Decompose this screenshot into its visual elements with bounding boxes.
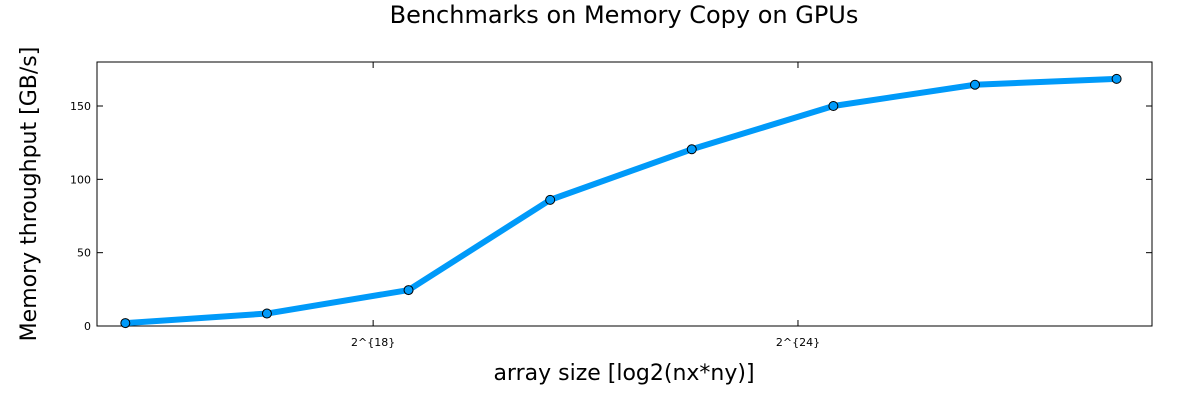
data-point (1111, 73, 1122, 84)
y-axis-label: Memory throughput [GB/s] (17, 47, 42, 342)
data-point (403, 285, 414, 296)
data-point (545, 194, 556, 205)
x-tick-label: 2^{24} (776, 336, 820, 349)
data-point (261, 308, 272, 319)
y-tick-label: 150 (70, 100, 91, 113)
series-layer (120, 73, 1122, 329)
ticks-layer: 0 50 100 150 2^{18} 2^{24} (70, 62, 1152, 349)
data-point (969, 79, 980, 90)
x-axis-label: array size [log2(nx*ny)] (493, 361, 754, 386)
chart-title: Benchmarks on Memory Copy on GPUs (390, 1, 859, 29)
data-point (686, 144, 697, 155)
data-point (828, 101, 839, 111)
y-tick-label: 50 (77, 247, 91, 260)
x-tick-label: 2^{18} (351, 336, 395, 349)
series-line (122, 75, 1120, 327)
y-tick-label: 0 (84, 320, 91, 333)
data-point (120, 318, 131, 329)
y-tick-label: 100 (70, 173, 91, 186)
plot-frame (96, 61, 1153, 327)
